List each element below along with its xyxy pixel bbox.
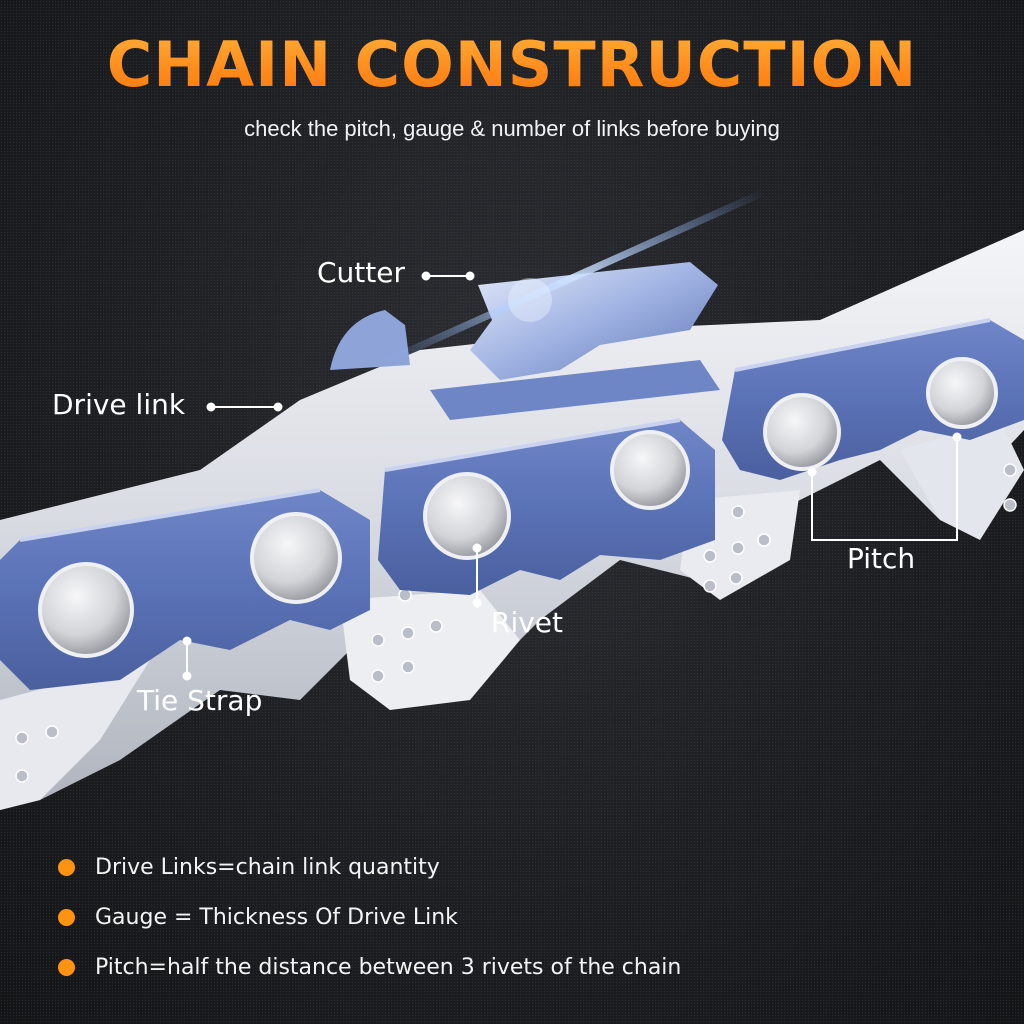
dimples [15,463,1017,783]
rivet-5 [763,393,841,471]
callout-lines [182,271,962,681]
rivets [38,357,998,658]
depth-gauge [330,310,410,370]
bullet-icon [58,908,75,926]
drive-tooth-mid [340,590,520,710]
rivet-2 [250,512,342,604]
legend-item-drive-links: Drive Links=chain link quantity [58,842,681,892]
label-tie-strap: Tie Strap [137,684,263,717]
label-drive-link: Drive link [52,388,186,421]
legend-item-pitch: Pitch=half the distance between 3 rivets… [58,942,681,992]
bullet-icon [58,858,75,876]
legend: Drive Links=chain link quantity Gauge = … [58,842,681,992]
rivet-1 [38,562,134,658]
label-rivet: Rivet [491,606,564,639]
legend-item-gauge: Gauge = Thickness Of Drive Link [58,892,681,942]
page-subtitle: check the pitch, gauge & number of links… [244,116,780,141]
drive-tooth-left [0,660,150,810]
page-title: CHAIN CONSTRUCTION [0,28,1024,101]
label-pitch: Pitch [847,542,916,575]
rivet-4 [610,430,690,510]
drive-tooth-far [900,420,1024,540]
cutter-tooth [470,262,718,380]
rivet-6 [926,357,998,429]
rivet-3 [423,472,511,560]
light-flare [380,190,764,366]
cutter-base [430,360,720,420]
label-cutter: Cutter [317,256,405,289]
bullet-icon [58,958,75,976]
